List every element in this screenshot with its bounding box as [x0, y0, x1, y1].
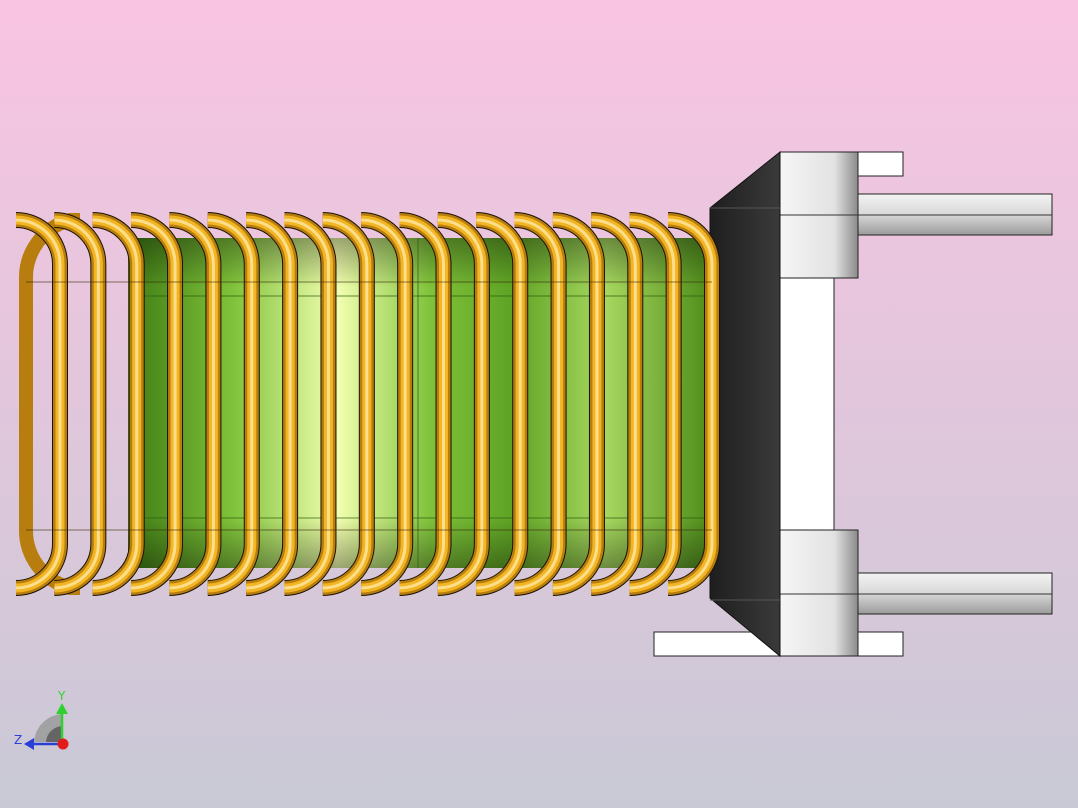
coil-base — [709, 150, 781, 658]
winding-turn — [475, 212, 529, 596]
winding-turn — [629, 212, 682, 596]
y-axis-label: Y — [57, 689, 66, 703]
winding-turn — [207, 212, 260, 596]
winding-turn — [437, 212, 490, 596]
axis-triad[interactable]: Y Z — [14, 689, 69, 750]
pin-bottom — [855, 572, 1053, 615]
winding-turn — [168, 212, 222, 596]
winding-turn — [514, 212, 567, 596]
winding-turn — [92, 212, 145, 596]
ferrite-core — [128, 238, 710, 568]
y-axis-arrowhead — [56, 703, 68, 714]
winding-turn — [322, 212, 375, 596]
winding-turn — [130, 212, 184, 596]
copper-windings — [15, 212, 720, 596]
x-axis-point — [57, 738, 69, 750]
mount-tab-top — [855, 151, 904, 177]
z-axis-label: Z — [14, 733, 22, 747]
winding-turn — [552, 212, 605, 596]
winding-turn — [667, 212, 720, 596]
winding-turn — [360, 212, 414, 596]
winding-turn — [245, 212, 299, 596]
mounting-bracket — [779, 151, 859, 657]
winding-turn — [15, 212, 68, 596]
winding-turn — [399, 212, 452, 596]
pin-top — [855, 193, 1053, 236]
z-axis-arrowhead — [24, 738, 34, 750]
winding-turn — [590, 212, 644, 596]
winding-turn — [284, 212, 337, 596]
winding-turn — [53, 212, 107, 596]
triad-rotation-arc-inner — [46, 726, 62, 742]
